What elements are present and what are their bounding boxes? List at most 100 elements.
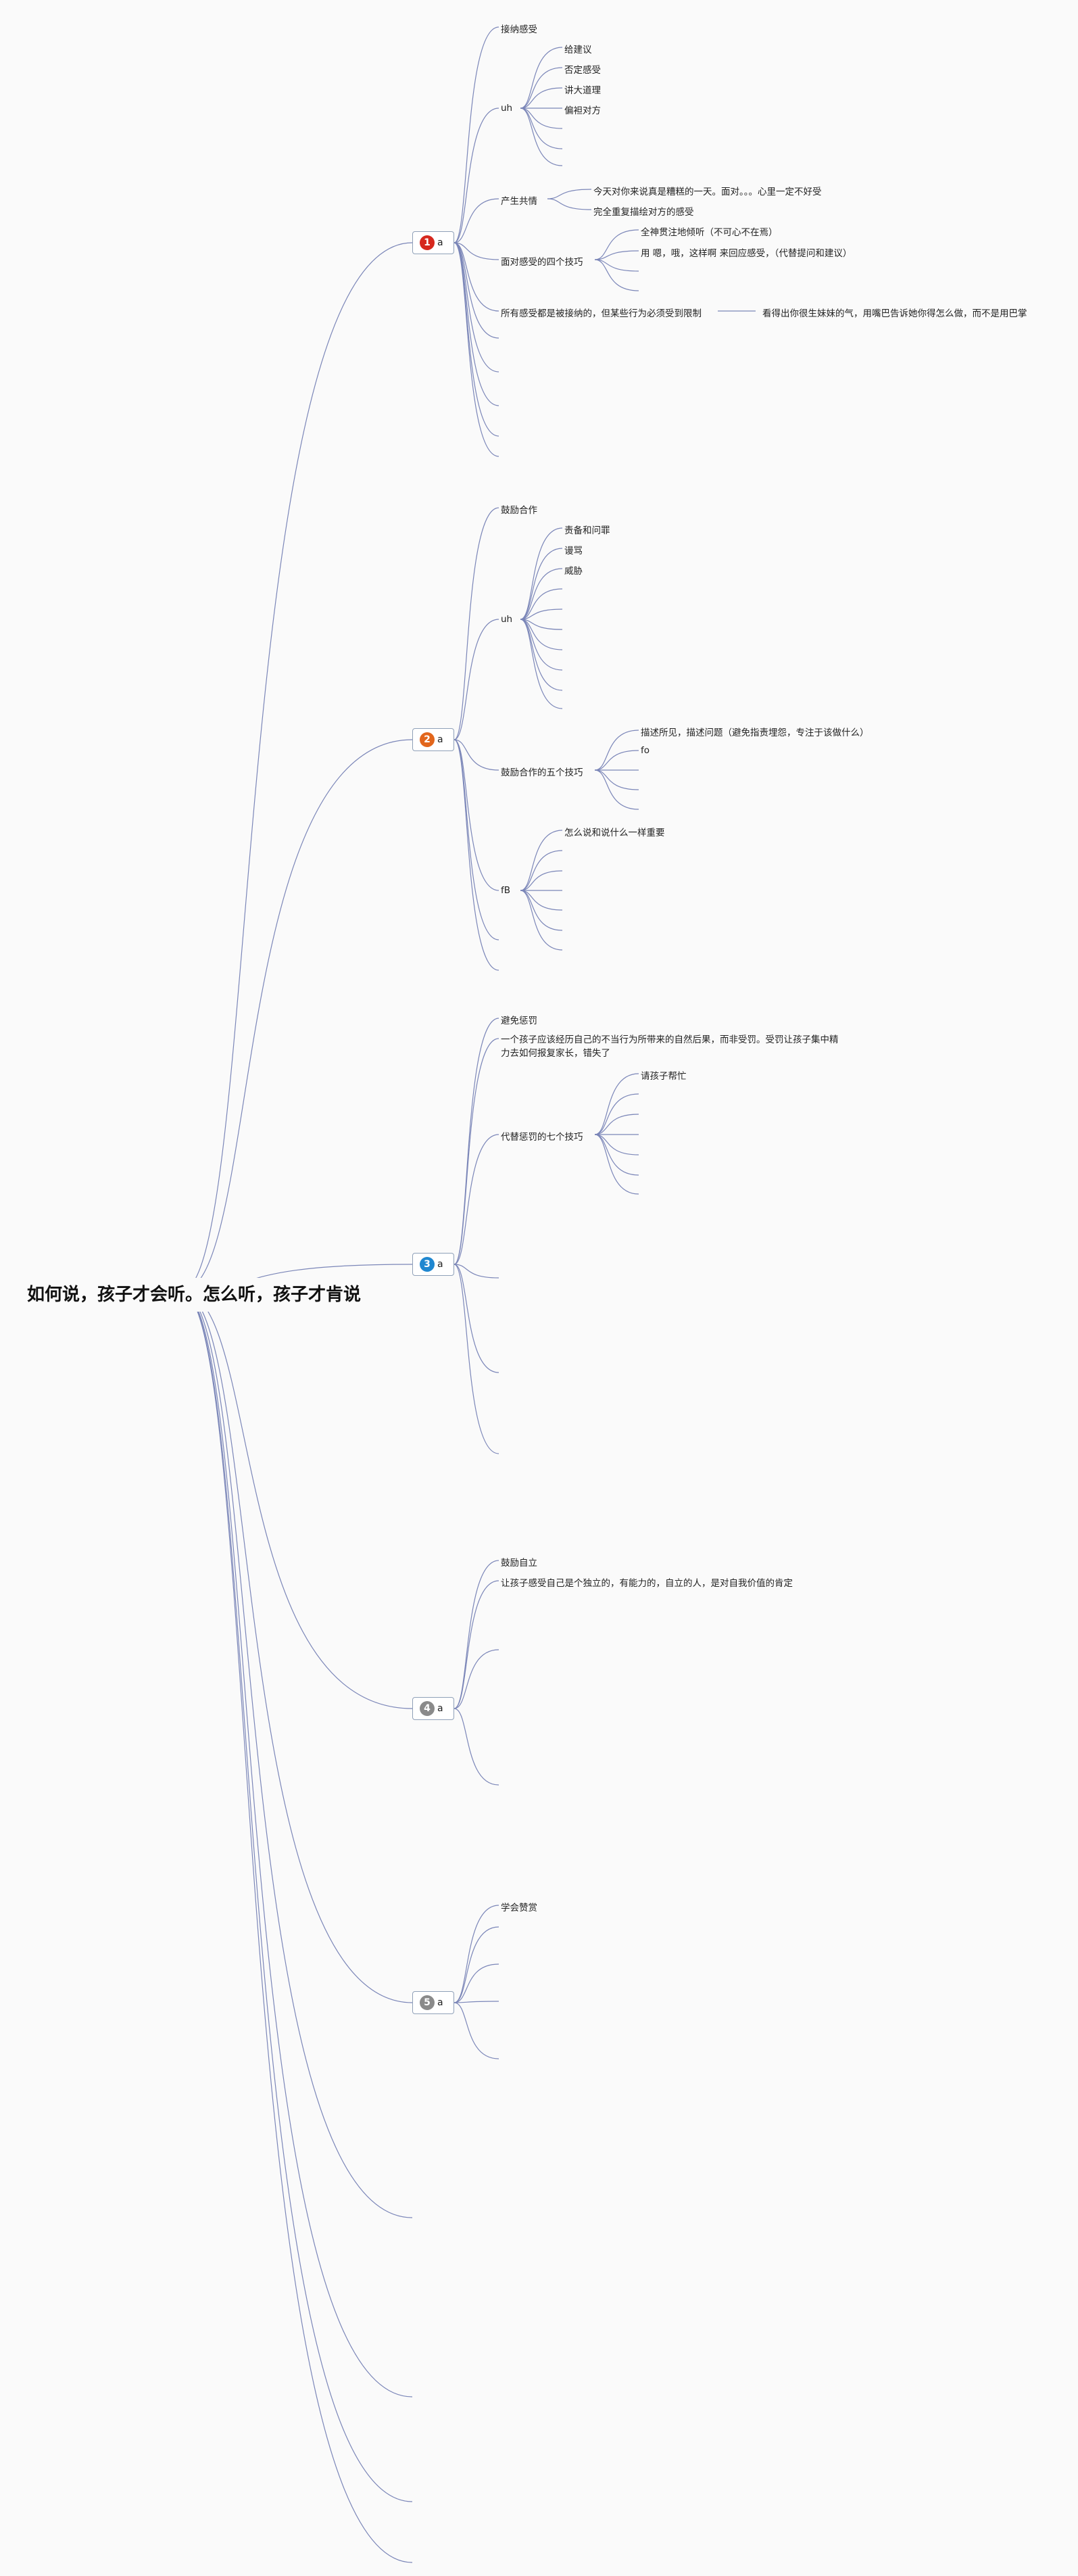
connector-line bbox=[520, 548, 563, 620]
topic-1[interactable]: 1 a bbox=[412, 231, 454, 254]
root-connector bbox=[180, 1291, 413, 2563]
node-uh1-item[interactable]: 讲大道理 bbox=[564, 85, 601, 96]
node-accept-feelings[interactable]: 接纳感受 bbox=[501, 24, 537, 35]
number-badge-1: 1 bbox=[420, 235, 435, 250]
node-all-feelings[interactable]: 所有感受都是被接纳的，但某些行为必须受到限制 bbox=[501, 308, 702, 319]
root-connector bbox=[180, 1291, 413, 2003]
number-badge-5: 5 bbox=[420, 1995, 435, 2010]
connector-line bbox=[454, 1018, 499, 1265]
topic-5[interactable]: 5 a bbox=[412, 1991, 454, 2014]
node-uh2-item[interactable]: 谩骂 bbox=[564, 546, 583, 556]
node-four-skills[interactable]: 面对感受的四个技巧 bbox=[501, 257, 583, 268]
connector-line bbox=[454, 619, 499, 740]
topic-2-label: a bbox=[437, 734, 443, 745]
node-empathy[interactable]: 产生共情 bbox=[501, 196, 537, 207]
node-all-feelings-note[interactable]: 看得出你很生妹妹的气，用嘴巴告诉她你得怎么做，而不是用巴掌 bbox=[762, 308, 1027, 319]
root-connector bbox=[180, 242, 413, 1292]
node-four-item[interactable]: 全神贯注地倾听（不可心不在焉） bbox=[641, 227, 778, 238]
node-uh1-item[interactable]: 给建议 bbox=[564, 45, 592, 55]
connector-line bbox=[454, 1963, 499, 2003]
topic-5-label: a bbox=[437, 1997, 443, 2008]
connector-line bbox=[594, 1073, 639, 1135]
node-uh2-item[interactable]: 责备和问罪 bbox=[564, 525, 610, 536]
node-uh2-item[interactable]: 威胁 bbox=[564, 566, 583, 577]
connector-line bbox=[454, 242, 499, 260]
connector-line bbox=[454, 1264, 499, 1454]
node-four-item[interactable]: 用 嗯，哦，这样啊 来回应感受，（代替提问和建议） bbox=[641, 248, 852, 259]
connector-line bbox=[454, 1708, 499, 1786]
node-five-item[interactable]: fo bbox=[641, 745, 650, 756]
connector-line bbox=[594, 750, 639, 771]
node-five-skills[interactable]: 鼓励合作的五个技巧 bbox=[501, 767, 583, 778]
node-autonomy-desc[interactable]: 让孩子感受自己是个独立的，有能力的，自立的人，是对自我价值的肯定 bbox=[501, 1578, 793, 1589]
connector-line bbox=[520, 568, 563, 620]
node-uh-1[interactable]: uh bbox=[501, 103, 513, 114]
connector-line bbox=[520, 108, 563, 166]
node-encourage-autonomy[interactable]: 鼓励自立 bbox=[501, 1558, 537, 1569]
connector-line bbox=[454, 1560, 499, 1709]
connector-line bbox=[520, 588, 563, 620]
node-learn-praise[interactable]: 学会赞赏 bbox=[501, 1903, 537, 1913]
node-seven-skills[interactable]: 代替惩罚的七个技巧 bbox=[501, 1132, 583, 1143]
connector-line bbox=[520, 890, 563, 951]
connector-line bbox=[454, 739, 499, 891]
node-uh1-item[interactable]: 偏袒对方 bbox=[564, 105, 601, 116]
connector-line bbox=[594, 259, 639, 291]
connector-line bbox=[594, 1114, 639, 1135]
topic-3[interactable]: 3 a bbox=[412, 1253, 454, 1276]
connector-line bbox=[454, 1134, 499, 1265]
node-uh1-item[interactable]: 否定感受 bbox=[564, 65, 601, 76]
connector-line bbox=[547, 189, 592, 199]
connector-line bbox=[594, 1093, 639, 1135]
root-connector bbox=[180, 1291, 413, 2398]
connector-line bbox=[454, 1264, 499, 1373]
number-badge-4: 4 bbox=[420, 1701, 435, 1716]
connector-line bbox=[520, 870, 563, 891]
connector-line bbox=[454, 2001, 499, 2003]
connector-line bbox=[594, 1134, 639, 1155]
connector-line bbox=[520, 609, 563, 620]
connector-line bbox=[454, 1038, 499, 1265]
node-natural-consequence[interactable]: 一个孩子应该经历自己的不当行为所带来的自然后果，而非受罚。受罚让孩子集中精力去如… bbox=[501, 1034, 839, 1059]
node-encourage-coop[interactable]: 鼓励合作 bbox=[501, 505, 537, 516]
connector-line bbox=[594, 1134, 639, 1195]
connector-line bbox=[594, 730, 639, 771]
number-badge-3: 3 bbox=[420, 1257, 435, 1272]
connector-line bbox=[520, 619, 563, 691]
topic-4-label: a bbox=[437, 1703, 443, 1714]
number-badge-2: 2 bbox=[420, 732, 435, 747]
root-connector bbox=[180, 739, 413, 1292]
connector-line bbox=[454, 242, 499, 373]
connector-line bbox=[454, 242, 499, 457]
node-seven-item[interactable]: 请孩子帮忙 bbox=[641, 1071, 687, 1082]
root-topic[interactable]: 如何说，孩子才会听。怎么听，孩子才肯说 bbox=[19, 1278, 361, 1312]
topic-2[interactable]: 2 a bbox=[412, 728, 454, 751]
node-uh-2[interactable]: uh bbox=[501, 614, 513, 625]
node-empathy-item[interactable]: 今天对你来说真是糟糕的一天。面对。。。心里一定不好受 bbox=[593, 187, 822, 197]
connector-line bbox=[454, 242, 499, 437]
connector-line bbox=[520, 527, 563, 620]
connector-line bbox=[454, 1905, 499, 2003]
connector-line bbox=[594, 259, 639, 272]
connector-line bbox=[520, 87, 563, 109]
connector-line bbox=[594, 229, 639, 260]
node-fb[interactable]: fB bbox=[501, 885, 511, 896]
topic-4[interactable]: 4 a bbox=[412, 1697, 454, 1720]
connector-line bbox=[594, 769, 639, 790]
topic-1-label: a bbox=[437, 237, 443, 248]
node-empathy-item[interactable]: 完全重复描绘对方的感受 bbox=[593, 207, 694, 218]
root-connector bbox=[180, 1291, 413, 2218]
connector-line bbox=[520, 67, 563, 109]
node-avoid-punishment[interactable]: 避免惩罚 bbox=[501, 1016, 537, 1026]
connector-line bbox=[454, 242, 499, 339]
node-five-item[interactable]: 描述所见，描述问题（避免指责埋怨，专注于该做什么） bbox=[641, 728, 869, 738]
connector-line bbox=[454, 198, 499, 243]
node-fb-item[interactable]: 怎么说和说什么一样重要 bbox=[564, 828, 665, 838]
connector-line bbox=[454, 1580, 499, 1709]
connector-line bbox=[520, 850, 563, 891]
root-connector bbox=[180, 1291, 413, 1709]
connector-line bbox=[520, 47, 563, 109]
connector-line bbox=[454, 26, 499, 243]
connector-line bbox=[454, 739, 499, 971]
